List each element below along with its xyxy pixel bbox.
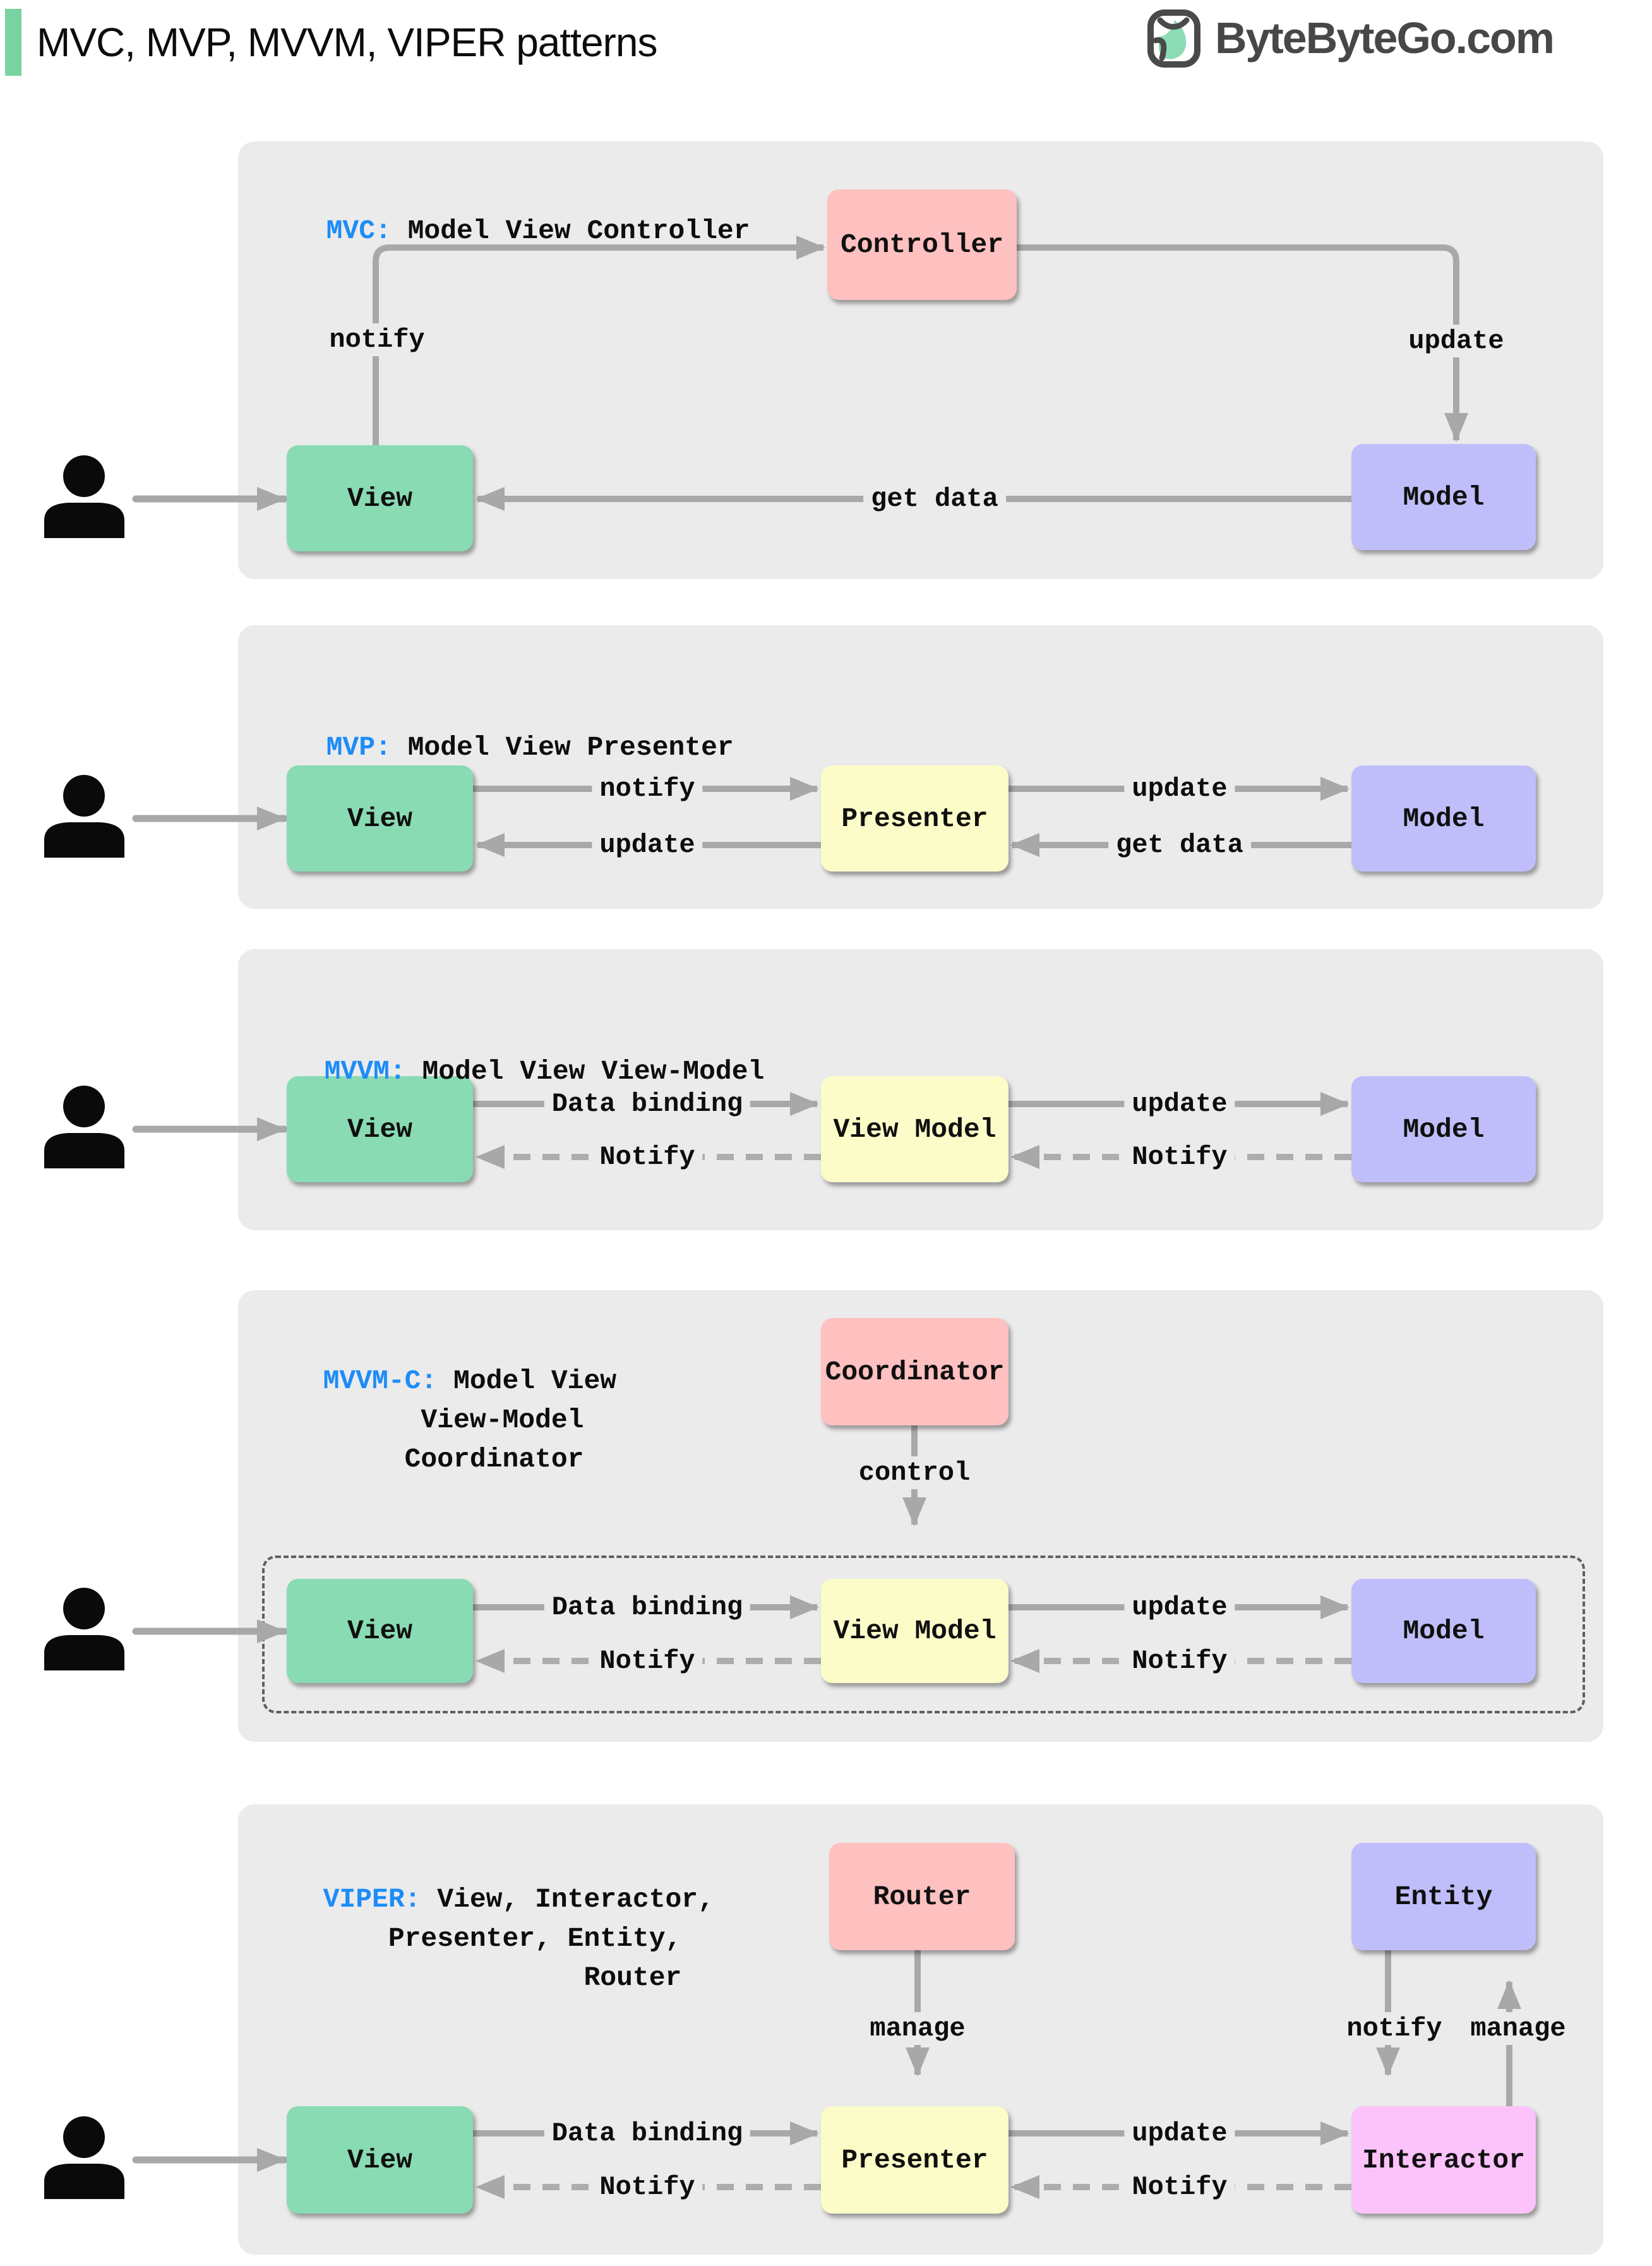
panel-title-text: Model View View-Model Coordinator xyxy=(404,1365,617,1475)
title-accent-bar xyxy=(5,9,21,76)
label-notify: Notify xyxy=(592,1645,703,1677)
bytebytego-logo: ByteByteGo.com xyxy=(1143,6,1555,69)
label-get-data: get data xyxy=(1108,829,1251,861)
user-icon xyxy=(44,2116,124,2199)
panel-title-text: View, Interactor, Presenter, Entity, Rou… xyxy=(388,1884,714,1993)
bytebytego-logo-text: ByteByteGo.com xyxy=(1215,13,1555,63)
label-notify: Notify xyxy=(592,2171,703,2203)
box-model: Model xyxy=(1351,1579,1536,1683)
box-view-model: View Model xyxy=(821,1579,1009,1683)
label-update: update xyxy=(1401,325,1512,357)
panel-title-viper: VIPER: View, Interactor, Presenter, Enti… xyxy=(290,1841,714,1998)
panel-title-text: Model View Controller xyxy=(391,215,750,246)
box-view: View xyxy=(287,1076,473,1182)
page-title: MVC, MVP, MVVM, VIPER patterns xyxy=(37,20,657,65)
panel-title-mvc: MVC: Model View Controller xyxy=(294,172,750,251)
label-notify: Notify xyxy=(1124,1141,1235,1173)
user-icon xyxy=(44,1588,124,1670)
box-model: Model xyxy=(1351,444,1536,550)
panel-title-text: Model View Presenter xyxy=(391,732,734,763)
panel-title-mvvm: MVVM: Model View View-Model xyxy=(292,1013,765,1091)
user-icon xyxy=(44,455,124,538)
label-notify: Notify xyxy=(592,1141,703,1173)
panel-title-keyword: VIPER: xyxy=(323,1884,421,1915)
box-view: View xyxy=(287,445,473,551)
label-manage: manage xyxy=(1463,2012,1574,2045)
label-notify: Notify xyxy=(1124,2171,1235,2203)
box-model: Model xyxy=(1351,765,1536,872)
label-control: control xyxy=(851,1456,978,1489)
label-update: update xyxy=(1124,1088,1235,1120)
box-view-model: View Model xyxy=(821,1076,1009,1182)
panel-title-text: Model View View-Model xyxy=(405,1056,765,1087)
box-presenter: Presenter xyxy=(821,765,1009,872)
box-router: Router xyxy=(829,1843,1015,1950)
box-entity: Entity xyxy=(1351,1843,1536,1950)
panel-title-keyword: MVVM-C: xyxy=(323,1365,438,1396)
panel-title-mvvm-c: MVVM-C: Model View View-Model Coordinato… xyxy=(290,1322,617,1479)
box-interactor: Interactor xyxy=(1351,2106,1536,2214)
user-icon xyxy=(44,775,124,858)
label-data-binding: Data binding xyxy=(544,1088,751,1120)
box-view: View xyxy=(287,1579,473,1683)
label-update: update xyxy=(1124,2117,1235,2150)
box-model: Model xyxy=(1351,1076,1536,1182)
label-get-data: get data xyxy=(863,483,1006,515)
label-update: update xyxy=(1124,1591,1235,1624)
label-notify: notify xyxy=(1339,2012,1450,2045)
user-icon xyxy=(44,1086,124,1168)
label-data-binding: Data binding xyxy=(544,1591,751,1624)
panel-title-mvp: MVP: Model View Presenter xyxy=(294,689,734,767)
panel-title-keyword: MVVM: xyxy=(324,1056,406,1087)
box-controller: Controller xyxy=(827,189,1017,300)
box-view: View xyxy=(287,765,473,872)
label-data-binding: Data binding xyxy=(544,2117,751,2150)
label-notify: notify xyxy=(321,323,433,356)
label-notify: notify xyxy=(592,772,703,805)
panel-title-keyword: MVP: xyxy=(326,732,392,763)
panel-title-keyword: MVC: xyxy=(326,215,392,246)
box-coordinator: Coordinator xyxy=(821,1318,1009,1425)
box-view: View xyxy=(287,2106,473,2214)
label-update: update xyxy=(1124,772,1235,805)
label-notify: Notify xyxy=(1124,1645,1235,1677)
label-update: update xyxy=(592,829,703,861)
box-presenter: Presenter xyxy=(821,2106,1009,2214)
label-manage: manage xyxy=(862,2012,973,2045)
bytebytego-logo-icon xyxy=(1147,9,1200,68)
